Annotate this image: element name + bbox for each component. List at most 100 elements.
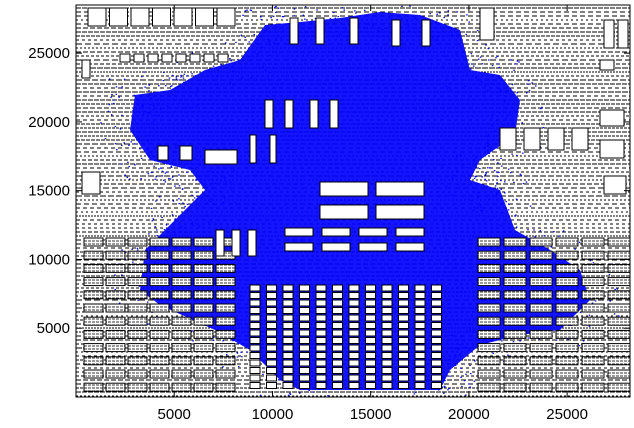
scatter-point [210, 198, 212, 200]
layout-cell [398, 314, 409, 322]
layout-cell [503, 303, 527, 313]
layout-cell [381, 352, 393, 359]
scatter-point [134, 164, 136, 166]
scatter-point [534, 313, 537, 315]
layout-cell [149, 277, 170, 287]
scatter-point [456, 154, 459, 157]
scatter-point [487, 167, 489, 169]
scatter-point [541, 259, 543, 261]
layout-cell [503, 237, 527, 247]
scatter-point [175, 78, 178, 80]
scatter-point [561, 313, 564, 315]
scatter-point [515, 198, 518, 200]
scatter-point [146, 140, 149, 142]
layout-cell [299, 307, 310, 314]
scatter-point [503, 247, 505, 249]
layout-cell [431, 329, 442, 337]
scatter-point [535, 250, 537, 252]
layout-cell [282, 359, 294, 367]
scatter-point [324, 1, 326, 2]
scatter-point [520, 174, 522, 176]
scatter-point [514, 63, 517, 65]
layout-cell [607, 250, 630, 260]
scatter-point [177, 144, 180, 147]
layout-cell [215, 369, 236, 379]
scatter-point [149, 248, 152, 250]
layout-cell [193, 263, 214, 273]
layout-cell [299, 292, 310, 299]
layout-cell [315, 284, 327, 292]
scatter-point [282, 16, 285, 18]
scatter-point [357, 25, 360, 27]
scatter-point [158, 168, 160, 170]
scatter-point [465, 33, 467, 36]
scatter-point [169, 243, 172, 246]
scatter-point [308, 389, 310, 392]
scatter-point [128, 144, 130, 146]
layout-cell [282, 329, 294, 337]
layout-cell [315, 314, 327, 322]
scatter-point [495, 57, 497, 59]
layout-cell [431, 374, 442, 382]
layout-cell [607, 329, 630, 339]
scatter-point [410, 388, 412, 390]
scatter-point [154, 261, 157, 263]
layout-cell [83, 316, 104, 326]
scatter-point [501, 165, 503, 167]
layout-cell [381, 314, 393, 322]
scatter-point [472, 160, 475, 162]
scatter-point [162, 299, 165, 301]
layout-cell [431, 299, 442, 307]
layout-cell [157, 145, 169, 161]
layout-cell [269, 134, 277, 164]
scatter-point [265, 30, 267, 32]
scatter-point [465, 373, 467, 375]
scatter-point [224, 42, 227, 44]
scatter-point [465, 394, 467, 396]
layout-cell [414, 352, 426, 359]
scatter-point [261, 330, 263, 332]
scatter-point [171, 85, 173, 87]
layout-cell [266, 374, 277, 382]
layout-cell [266, 344, 277, 352]
scatter-point [222, 340, 224, 342]
layout-cell [249, 307, 261, 314]
scatter-point [554, 263, 557, 265]
layout-cell [149, 356, 170, 366]
scatter-point [304, 18, 306, 20]
layout-cell [299, 367, 310, 374]
layout-cell [282, 374, 294, 382]
scatter-point [132, 109, 134, 112]
layout-cell [127, 329, 148, 339]
scatter-point [215, 75, 218, 78]
scatter-point [354, 10, 356, 12]
layout-cell [414, 359, 426, 367]
scatter-point [448, 358, 451, 361]
layout-cell [358, 242, 388, 252]
layout-cell [266, 307, 277, 314]
scatter-point [532, 326, 535, 328]
scatter-point [319, 373, 321, 376]
scatter-point [298, 392, 301, 394]
layout-cell [332, 374, 343, 382]
scatter-point [591, 302, 594, 304]
scatter-point [510, 59, 512, 61]
scatter-point [231, 339, 234, 341]
scatter-point [147, 323, 149, 325]
scatter-point [358, 22, 361, 25]
scatter-point [100, 122, 102, 124]
layout-cell [249, 367, 261, 374]
layout-cell [365, 307, 376, 314]
scatter-point [274, 398, 276, 399]
scatter-point [192, 167, 194, 169]
scatter-point [470, 53, 473, 55]
scatter-point [212, 339, 215, 341]
layout-cell [171, 290, 192, 300]
scatter-point [140, 76, 143, 78]
layout-cell [193, 382, 214, 392]
scatter-point [141, 287, 143, 289]
scatter-point [142, 105, 144, 107]
scatter-point [194, 174, 197, 176]
scatter-point [472, 209, 475, 211]
layout-cell [358, 227, 388, 237]
